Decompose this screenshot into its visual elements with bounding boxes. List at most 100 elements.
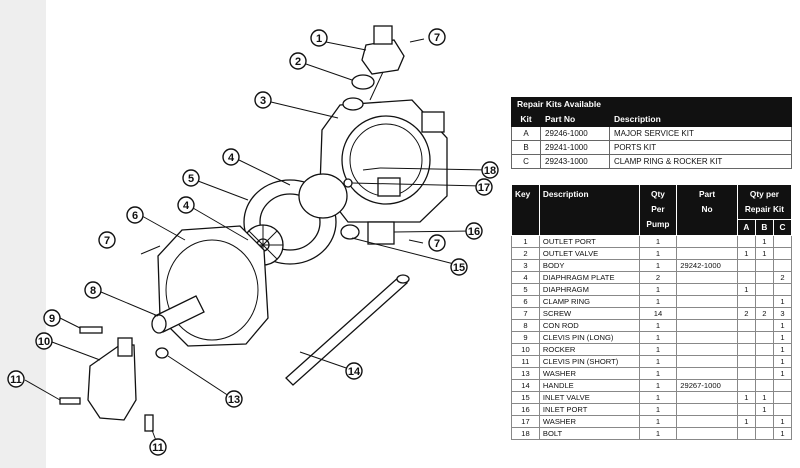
kit-a-qty (736, 259, 756, 272)
kit-a-qty (736, 379, 756, 392)
repair-kits-table: Repair Kits Available Kit Part No Descri… (511, 97, 792, 169)
kit-c-qty (772, 259, 793, 272)
parts-header-kit-qty: Qty per Repair Kit (736, 184, 793, 220)
callout-15: 15 (450, 258, 468, 276)
kit-c-qty (772, 403, 793, 416)
kit-c-qty: 1 (772, 295, 793, 308)
washer-part (155, 347, 169, 359)
part-description: CLEVIS PIN (SHORT) (538, 355, 640, 368)
kit-a-qty (736, 343, 756, 356)
kit-b-qty (754, 427, 774, 440)
callout-2: 2 (289, 52, 307, 70)
part-number (676, 307, 738, 320)
kits-row: C 29243-1000 CLAMP RING & ROCKER KIT (511, 154, 792, 169)
part-key: 18 (511, 427, 540, 440)
part-number (676, 319, 738, 332)
kit-b-qty (754, 271, 774, 284)
kits-header-kit: Kit (511, 111, 541, 127)
part-key: 17 (511, 415, 540, 428)
parts-header-partno: Part No (676, 184, 738, 236)
kits-header-partno: Part No (540, 111, 610, 127)
kits-row: B 29241-1000 PORTS KIT (511, 140, 792, 155)
kit-a-qty (736, 403, 756, 416)
svg-text:13: 13 (228, 394, 240, 406)
page-margin-strip (0, 0, 46, 468)
part-description: OUTLET VALVE (538, 247, 640, 260)
partno-header-line1: Part (698, 189, 716, 199)
kit-c-qty: 1 (772, 367, 793, 380)
pump-body-part (319, 99, 448, 223)
kit-c-qty: 1 (772, 343, 793, 356)
kits-header-description: Description (609, 111, 792, 127)
svg-text:7: 7 (104, 235, 110, 247)
kit-b-qty (754, 379, 774, 392)
kit-a-qty: 1 (736, 247, 756, 260)
inlet-valve-part (340, 224, 360, 240)
part-description: DIAPHRAGM (538, 283, 640, 296)
qty-header-line3: Pump (646, 219, 670, 229)
part-qty: 1 (638, 259, 678, 272)
svg-text:1: 1 (316, 33, 322, 45)
part-description: INLET PORT (538, 403, 640, 416)
kit-b-qty (754, 343, 774, 356)
part-number (676, 271, 738, 284)
svg-text:6: 6 (132, 210, 138, 222)
part-qty: 1 (638, 235, 678, 248)
part-key: 9 (511, 331, 540, 344)
svg-text:5: 5 (188, 173, 194, 185)
kit-a-qty (736, 271, 756, 284)
kit-description: PORTS KIT (609, 140, 792, 155)
part-key: 5 (511, 283, 540, 296)
kit-a-qty (736, 367, 756, 380)
svg-text:8: 8 (90, 285, 96, 297)
part-key: 8 (511, 319, 540, 332)
kits-row: A 29246-1000 MAJOR SERVICE KIT (511, 126, 792, 141)
kit-c-qty: 1 (772, 319, 793, 332)
clevis-pin-long-part (79, 326, 103, 334)
kit-a-qty (736, 427, 756, 440)
part-qty: 14 (638, 307, 678, 320)
kit-a-qty: 2 (736, 307, 756, 320)
callout-10: 10 (35, 332, 53, 350)
kit-b-qty (754, 295, 774, 308)
callout-4-upper: 4 (222, 148, 240, 166)
part-qty: 1 (638, 379, 678, 392)
part-key: 2 (511, 247, 540, 260)
callout-3: 3 (254, 91, 272, 109)
part-description: HANDLE (538, 379, 640, 392)
kit-partno: 29246-1000 (540, 126, 610, 141)
parts-header-kit-c: C (772, 219, 793, 236)
part-number (676, 343, 738, 356)
clevis-pin-short-2-part (144, 414, 154, 432)
svg-text:3: 3 (260, 95, 266, 107)
kit-letter: A (511, 126, 541, 141)
kit-qty-header-line2: Repair Kit (744, 204, 784, 214)
part-number (676, 247, 738, 260)
svg-text:16: 16 (468, 226, 480, 238)
kit-partno: 29241-1000 (540, 140, 610, 155)
svg-text:18: 18 (484, 165, 496, 177)
part-description: BOLT (538, 427, 640, 440)
kit-c-qty (772, 379, 793, 392)
part-description: SCREW (538, 307, 640, 320)
part-description: WASHER (538, 367, 640, 380)
parts-header-kit-b: B (754, 219, 774, 236)
kit-a-qty: 1 (736, 391, 756, 404)
kit-a-qty (736, 331, 756, 344)
kit-a-qty (736, 319, 756, 332)
part-key: 13 (511, 367, 540, 380)
callout-8: 8 (84, 281, 102, 299)
kit-b-qty: 1 (754, 403, 774, 416)
part-qty: 1 (638, 295, 678, 308)
kit-a-qty (736, 295, 756, 308)
svg-text:7: 7 (434, 32, 440, 44)
leader-lines (24, 41, 489, 447)
part-qty: 1 (638, 415, 678, 428)
